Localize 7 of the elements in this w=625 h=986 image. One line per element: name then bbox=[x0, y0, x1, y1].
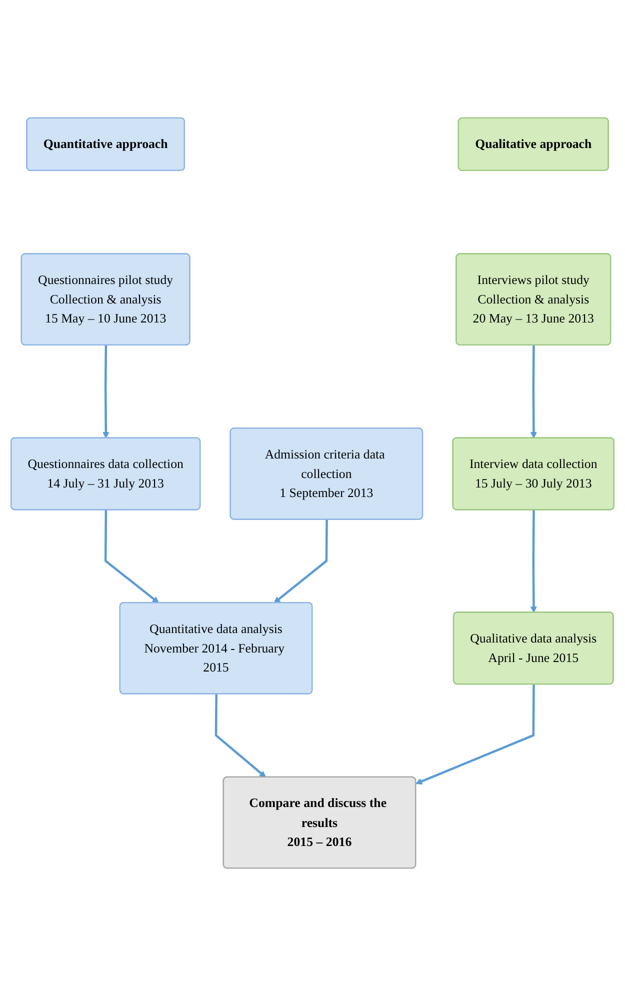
arrow bbox=[274, 520, 328, 604]
arrow bbox=[104, 510, 159, 604]
arrow bbox=[416, 684, 535, 784]
arrow bbox=[530, 510, 538, 613]
arrow bbox=[214, 694, 266, 778]
arrow bbox=[530, 345, 538, 438]
arrow bbox=[102, 345, 110, 438]
